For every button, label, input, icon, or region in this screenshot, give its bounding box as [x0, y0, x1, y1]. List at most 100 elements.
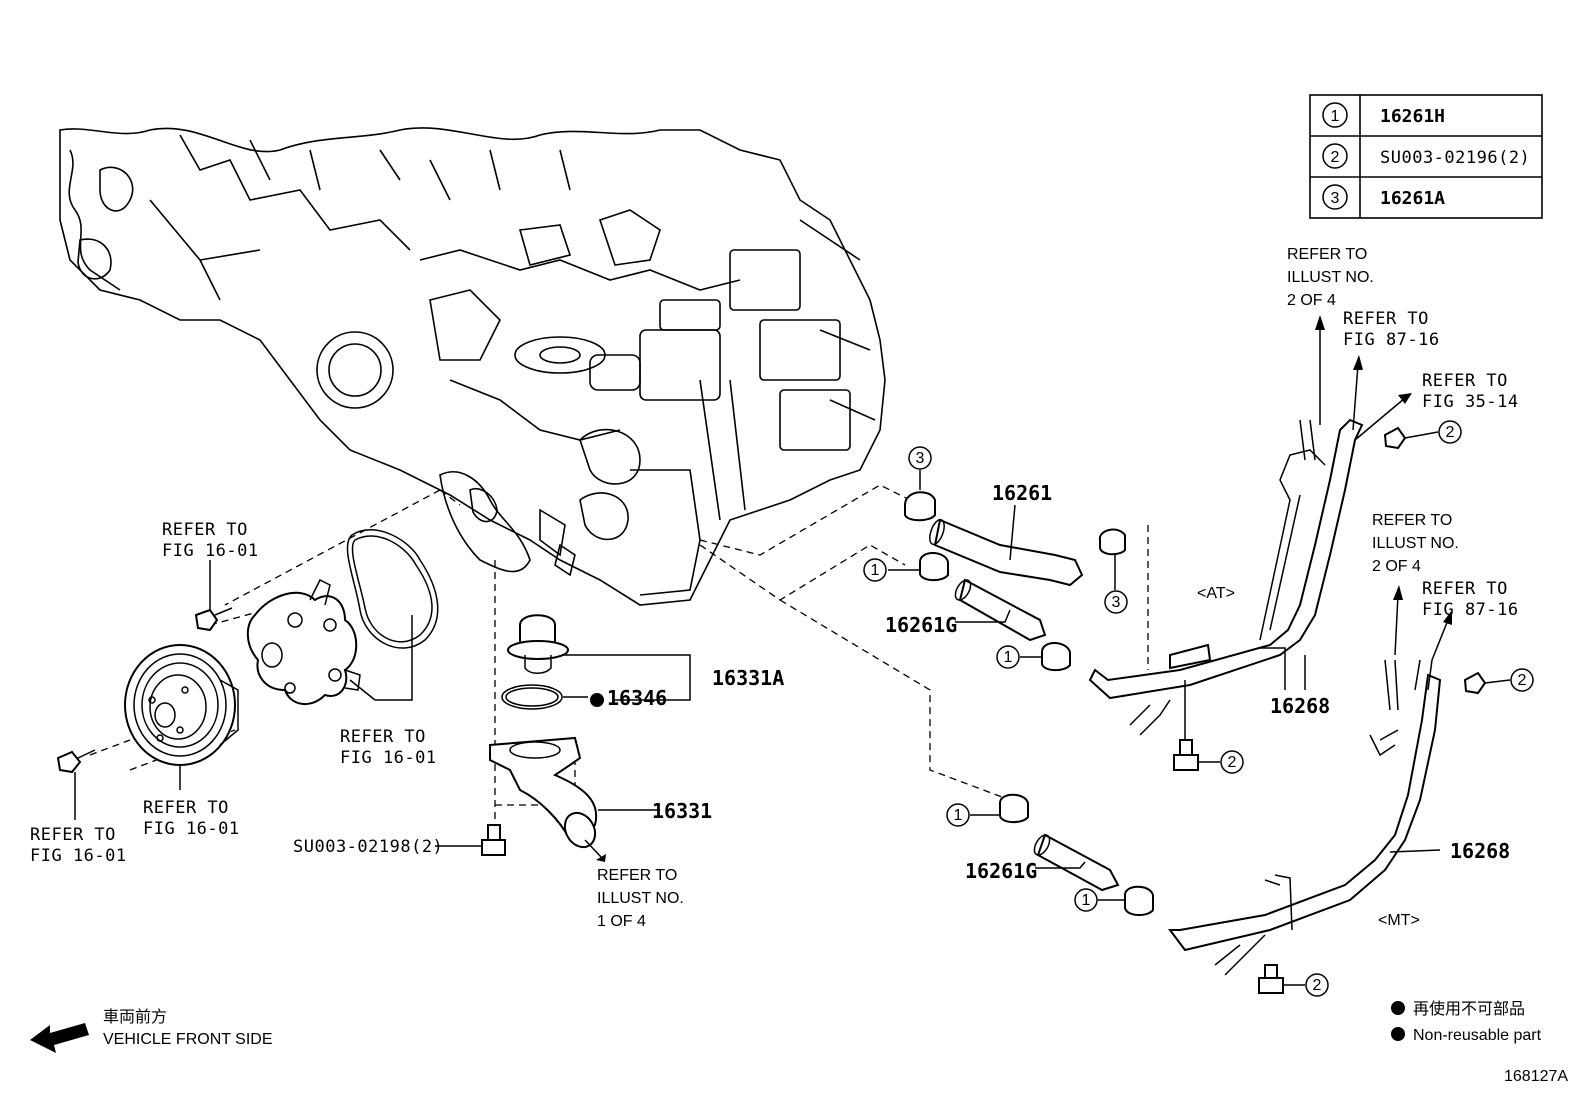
svg-text:FIG 16-01: FIG 16-01 [162, 541, 259, 561]
gasket-leader [349, 615, 413, 701]
label-16261: 16261 [992, 481, 1052, 505]
svg-text:REFER TO: REFER TO [30, 825, 116, 845]
ref-pulley: REFER TO FIG 16-01 [143, 798, 240, 839]
label-16346: 16346 [607, 686, 667, 710]
clamp-3-upper [904, 470, 936, 522]
pipe-mt-bolt [1258, 964, 1305, 994]
callout-2-at-bolt: 2 [1220, 750, 1244, 774]
nonreusable-legend: 再使用不可部品 Non-reusable part [1391, 1000, 1542, 1044]
legend-num-2: 2 [1331, 149, 1340, 166]
diagram-id: 168127A [1504, 1068, 1568, 1085]
svg-text:2 OF 4: 2 OF 4 [1372, 558, 1421, 575]
svg-text:REFER TO: REFER TO [1343, 309, 1429, 329]
callout-1-at-lower: 1 [996, 645, 1020, 669]
label-16261g-at: 16261G [885, 613, 957, 637]
pipe-mt-top-bolt [1463, 671, 1511, 695]
front-label-jp: 車両前方 [103, 1008, 167, 1026]
svg-text:REFER TO: REFER TO [1372, 512, 1452, 529]
svg-text:REFER TO: REFER TO [1422, 579, 1508, 599]
water-pump-illustration [246, 578, 361, 705]
legend-part-2: SU003-02196(2) [1380, 148, 1530, 168]
svg-text:FIG 16-01: FIG 16-01 [30, 846, 127, 866]
leader-lines [74, 315, 1452, 853]
callout-1-mt-upper: 1 [946, 803, 970, 827]
ref-fig-35-14: REFER TO FIG 35-14 [1422, 371, 1519, 412]
ref-pulley-bolt: REFER TO FIG 16-01 [30, 825, 127, 866]
pulley-bolt [56, 749, 96, 774]
callout-2-at-top: 2 [1438, 420, 1462, 444]
svg-text:1 OF 4: 1 OF 4 [597, 913, 646, 930]
hose-16261g-at-illustration [954, 578, 1047, 642]
nonreuse-jp: 再使用不可部品 [1413, 1000, 1525, 1018]
clamp-1-at-upper [888, 552, 949, 582]
clamp-1-mt-upper [970, 793, 1029, 824]
legend-part-3: 16261A [1380, 188, 1445, 209]
svg-text:FIG 16-01: FIG 16-01 [143, 819, 240, 839]
svg-text:FIG 87-16: FIG 87-16 [1422, 600, 1519, 620]
label-16261g-mt: 16261G [965, 859, 1037, 883]
svg-text:2: 2 [1446, 424, 1455, 441]
pipe-16268-at-illustration [1088, 418, 1364, 740]
inlet-bolt [435, 824, 506, 856]
svg-text:3: 3 [916, 450, 925, 467]
front-arrow-icon [30, 1023, 89, 1053]
ref-fig-87-16-top: REFER TO FIG 87-16 [1343, 309, 1439, 350]
callout-1-mt-lower: 1 [1074, 888, 1098, 912]
clamp-1-mt-lower [1098, 885, 1154, 916]
svg-text:FIG 16-01: FIG 16-01 [340, 748, 437, 768]
svg-text:FIG 35-14: FIG 35-14 [1422, 392, 1519, 412]
water-inlet-illustration [489, 736, 660, 862]
label-mt: <MT> [1378, 912, 1420, 929]
svg-text:1: 1 [954, 807, 963, 824]
ref-inlet: REFER TO ILLUST NO. 1 OF 4 [597, 867, 684, 930]
svg-text:1: 1 [1004, 649, 1013, 666]
clamp-3-right [1098, 528, 1126, 590]
thermostat-illustration [507, 614, 691, 701]
label-su003-02198: SU003-02198(2) [293, 837, 443, 857]
svg-text:REFER TO: REFER TO [1422, 371, 1508, 391]
svg-text:ILLUST NO.: ILLUST NO. [1372, 535, 1459, 552]
ref-fig-87-16-mid: REFER TO FIG 87-16 [1422, 579, 1519, 620]
front-label-en: VEHICLE FRONT SIDE [103, 1031, 273, 1048]
pipe-at-top-bolt [1383, 426, 1439, 450]
callout-1-at-upper: 1 [863, 558, 887, 582]
nonreuse-en: Non-reusable part [1413, 1027, 1542, 1044]
vehicle-front-indicator: 車両前方 VEHICLE FRONT SIDE [30, 1008, 273, 1053]
svg-text:REFER TO: REFER TO [1287, 246, 1367, 263]
pipe-at-bolt [1173, 739, 1220, 771]
callout-3-upper: 3 [908, 446, 932, 470]
callout-3-right: 3 [1104, 590, 1128, 614]
ref-gasket: REFER TO FIG 16-01 [340, 727, 437, 768]
callout-2-mt-top: 2 [1510, 668, 1534, 692]
label-16331: 16331 [652, 799, 712, 823]
hose-16261-illustration [929, 504, 1084, 587]
svg-text:REFER TO: REFER TO [340, 727, 426, 747]
ref-illust-2-of-4-top: REFER TO ILLUST NO. 2 OF 4 [1287, 246, 1374, 309]
callout-2-mt-bolt: 2 [1305, 973, 1329, 997]
pump-gasket [346, 529, 439, 649]
pump-bolt [194, 560, 233, 632]
ref-illust-2-of-4-mid: REFER TO ILLUST NO. 2 OF 4 [1372, 512, 1459, 575]
hose-16261g-mt-illustration [1033, 833, 1120, 892]
svg-text:REFER TO: REFER TO [143, 798, 229, 818]
ref-pump-bolt: REFER TO FIG 16-01 [162, 520, 259, 561]
svg-text:REFER TO: REFER TO [597, 867, 677, 884]
svg-text:ILLUST NO.: ILLUST NO. [1287, 269, 1374, 286]
label-at: <AT> [1197, 585, 1235, 602]
svg-text:2: 2 [1313, 977, 1322, 994]
engine-block-illustration [59, 127, 886, 606]
label-16268-mt: 16268 [1450, 839, 1510, 863]
svg-text:2: 2 [1518, 672, 1527, 689]
pulley-illustration [124, 644, 239, 766]
legend-table: 1 2 3 16261H SU003-02196(2) 16261A [1309, 94, 1543, 219]
legend-num-3: 3 [1331, 190, 1340, 207]
legend-num-1: 1 [1331, 108, 1340, 125]
svg-text:3: 3 [1112, 594, 1121, 611]
thermostat-gasket [501, 684, 604, 710]
legend-part-1: 16261H [1380, 106, 1445, 127]
svg-text:1: 1 [871, 562, 880, 579]
label-16331a: 16331A [712, 666, 784, 690]
clamp-1-at-lower [1020, 642, 1071, 672]
svg-text:2 OF 4: 2 OF 4 [1287, 292, 1336, 309]
